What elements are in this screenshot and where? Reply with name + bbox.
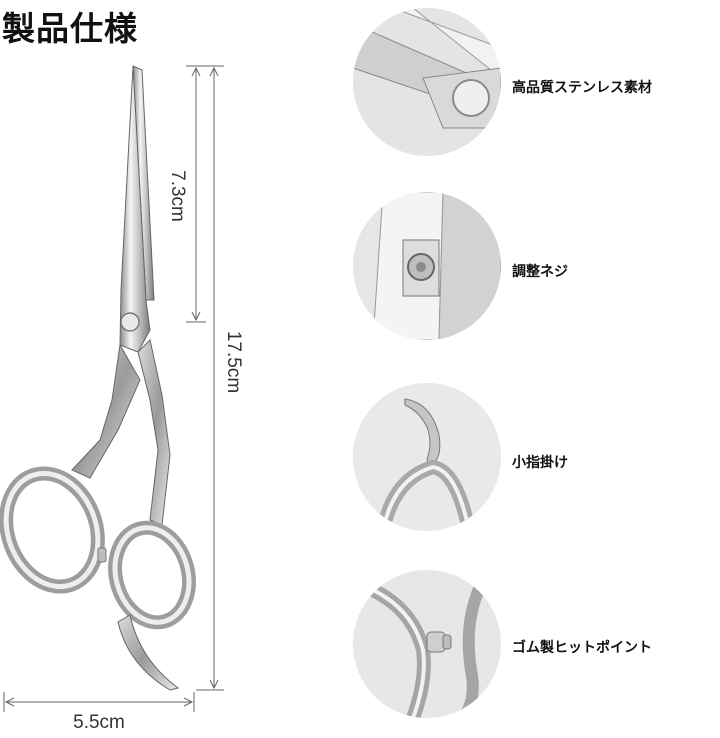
dimension-line-total	[196, 66, 224, 691]
blade-length-label: 7.3cm	[167, 170, 188, 222]
finger-ring	[108, 520, 196, 630]
feature-label-finger-rest: 小指掛け	[512, 455, 568, 471]
page-title: 製品仕様	[2, 9, 138, 48]
width-label: 5.5cm	[73, 712, 125, 733]
total-length-label: 17.5cm	[223, 331, 244, 393]
dimension-line-blade	[186, 65, 224, 323]
finger-rest-closeup	[353, 383, 501, 531]
finger-tang	[117, 614, 180, 691]
adjustment-screw-closeup	[353, 192, 501, 340]
stainless-steel-closeup	[353, 8, 501, 156]
feature-label-rubber: ゴム製ヒットポイント	[512, 640, 652, 656]
rubber-bumper-closeup	[353, 570, 501, 718]
dimension-line-width	[3, 692, 195, 712]
pivot-screw	[120, 312, 140, 332]
feature-label-screw: 調整ネジ	[512, 264, 568, 280]
feature-label-stainless: 高品質ステンレス素材	[512, 80, 652, 96]
